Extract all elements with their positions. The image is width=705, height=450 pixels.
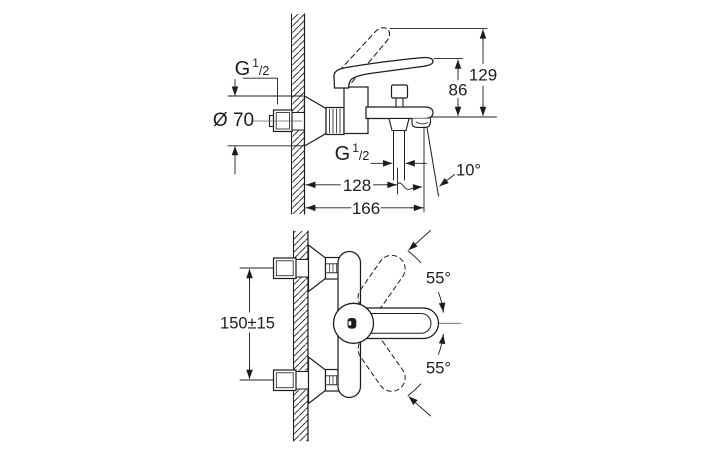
- dim-166-label: 166: [352, 199, 380, 218]
- shower-outlet: [388, 117, 410, 181]
- upper-union-nut: [324, 256, 341, 280]
- escutcheon: [303, 94, 327, 148]
- union-nut: [325, 106, 345, 136]
- aerator-outlet: [411, 117, 432, 128]
- angle-10-label: 10°: [456, 162, 481, 180]
- angle-55-upper-label: 55°: [426, 270, 451, 288]
- lower-escutcheon: [307, 355, 327, 405]
- side-view: G1/2 Ø 70 G1/2 128 166 86 129 10°: [213, 13, 497, 218]
- spout: [365, 106, 434, 128]
- lever-hole: [347, 318, 357, 329]
- diverter-knob: [390, 84, 409, 108]
- dim-129-label: 129: [469, 66, 497, 85]
- mixer-body: [343, 86, 369, 135]
- lever-handle: [333, 56, 434, 89]
- front-view: 150±15 55° 55°: [220, 230, 462, 442]
- dim-128-label: 128: [343, 176, 371, 195]
- dim-150-label: 150±15: [220, 315, 275, 333]
- lower-connection: [272, 355, 341, 405]
- dim-86-label: 86: [449, 81, 468, 100]
- upper-escutcheon: [307, 243, 327, 293]
- side-view-dimensions: [227, 27, 497, 213]
- angle-55-lower-label: 55°: [426, 360, 451, 378]
- swing-angle-arcs: [407, 230, 446, 417]
- dim-150-lines: [239, 267, 274, 381]
- upper-connection: [272, 243, 341, 293]
- escutcheon-diameter-label: Ø 70: [213, 110, 254, 131]
